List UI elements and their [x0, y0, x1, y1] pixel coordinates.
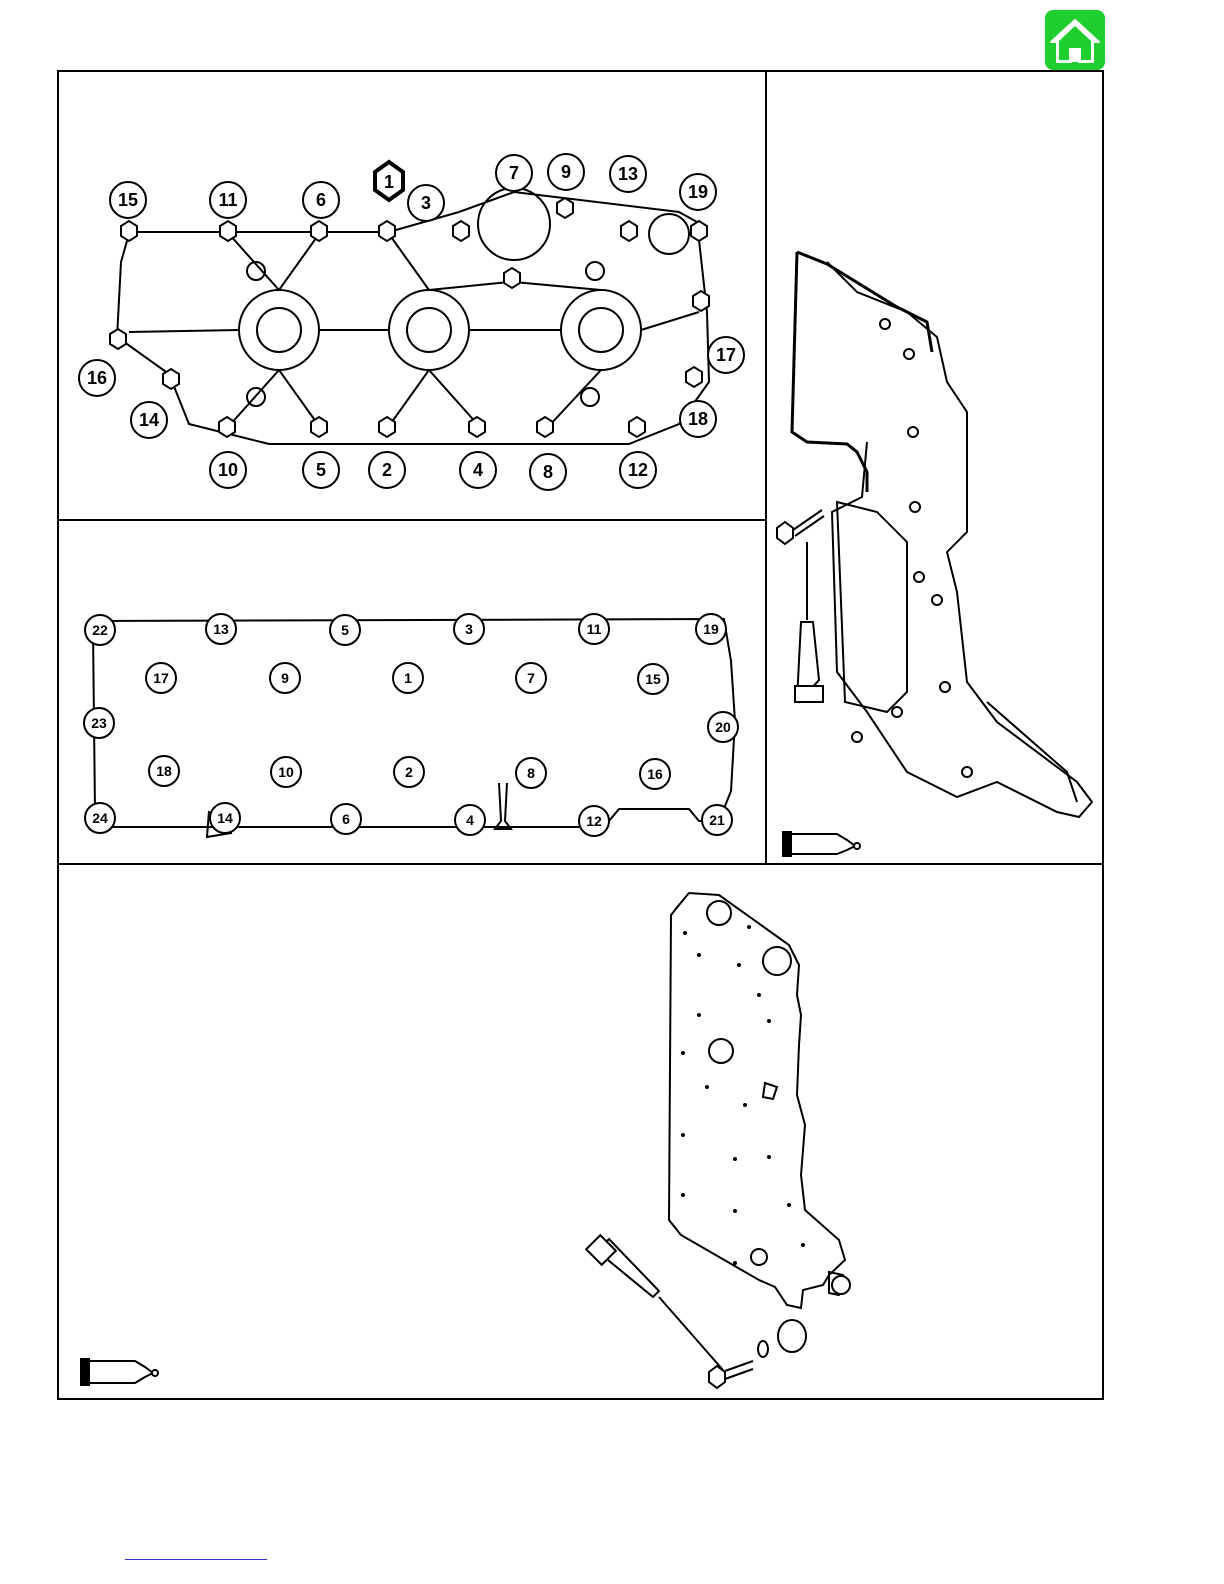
- mid-label-6: 6: [342, 811, 350, 827]
- label-10: 10: [218, 460, 238, 480]
- label-3: 3: [421, 193, 431, 213]
- home-icon: [1045, 10, 1105, 70]
- mid-label-2: 2: [405, 764, 413, 780]
- mid-label-12: 12: [586, 813, 602, 829]
- label-1: 1: [384, 172, 394, 192]
- screw-icon: [777, 510, 824, 620]
- mid-label-19: 19: [703, 621, 719, 637]
- mid-label-7: 7: [527, 670, 535, 686]
- hardware-set: [659, 1276, 850, 1388]
- label-12: 12: [628, 460, 648, 480]
- sealant-tube-icon: [795, 622, 823, 702]
- label-2: 2: [382, 460, 392, 480]
- mid-label-20: 20: [715, 719, 731, 735]
- sealant-tube-icon: [783, 832, 860, 856]
- mid-label-15: 15: [645, 671, 661, 687]
- label-17: 17: [716, 345, 736, 365]
- label-11: 11: [218, 190, 237, 210]
- label-4: 4: [473, 460, 483, 480]
- mid-label-9: 9: [281, 670, 289, 686]
- mid-label-16: 16: [647, 766, 663, 782]
- mid-label-4: 4: [466, 812, 474, 828]
- home-button[interactable]: [1045, 10, 1105, 70]
- label-15: 15: [118, 190, 138, 210]
- label-13: 13: [618, 164, 638, 184]
- label-14: 14: [139, 410, 159, 430]
- mid-label-8: 8: [527, 765, 535, 781]
- label-16: 16: [87, 368, 107, 388]
- label-19: 19: [688, 182, 708, 202]
- top-torque-sequence-diagram: 1 2 3 4 5 6 7 8 9 10 11 12 13 14 15 16 1…: [59, 72, 765, 519]
- sealant-tube-icon: [81, 1359, 158, 1385]
- label-5: 5: [316, 460, 326, 480]
- plate-illustration: [59, 865, 1102, 1398]
- mid-label-21: 21: [709, 812, 725, 828]
- mid-label-17: 17: [153, 670, 169, 686]
- label-18: 18: [688, 409, 708, 429]
- mid-label-22: 22: [92, 622, 108, 638]
- mid-label-10: 10: [278, 764, 294, 780]
- mid-label-3: 3: [465, 621, 473, 637]
- mid-label-24: 24: [92, 810, 108, 826]
- mid-label-18: 18: [156, 763, 172, 779]
- mid-label-5: 5: [341, 622, 349, 638]
- mid-label-14: 14: [217, 810, 233, 826]
- label-8: 8: [543, 462, 553, 482]
- middle-torque-sequence-diagram: 1 2 3 4 5 6 7 8 9 10 11 12 13 14 15 16 1…: [59, 521, 765, 863]
- cover-gasket-illustration: [767, 72, 1102, 863]
- mid-label-13: 13: [213, 621, 229, 637]
- footer-link-underline[interactable]: [125, 1559, 267, 1560]
- label-7: 7: [509, 163, 519, 183]
- mid-label-23: 23: [91, 715, 107, 731]
- label-6: 6: [316, 190, 326, 210]
- mid-label-1: 1: [404, 670, 412, 686]
- label-9: 9: [561, 162, 571, 182]
- mid-label-11: 11: [587, 621, 602, 637]
- sealant-tube-icon: [586, 1235, 659, 1297]
